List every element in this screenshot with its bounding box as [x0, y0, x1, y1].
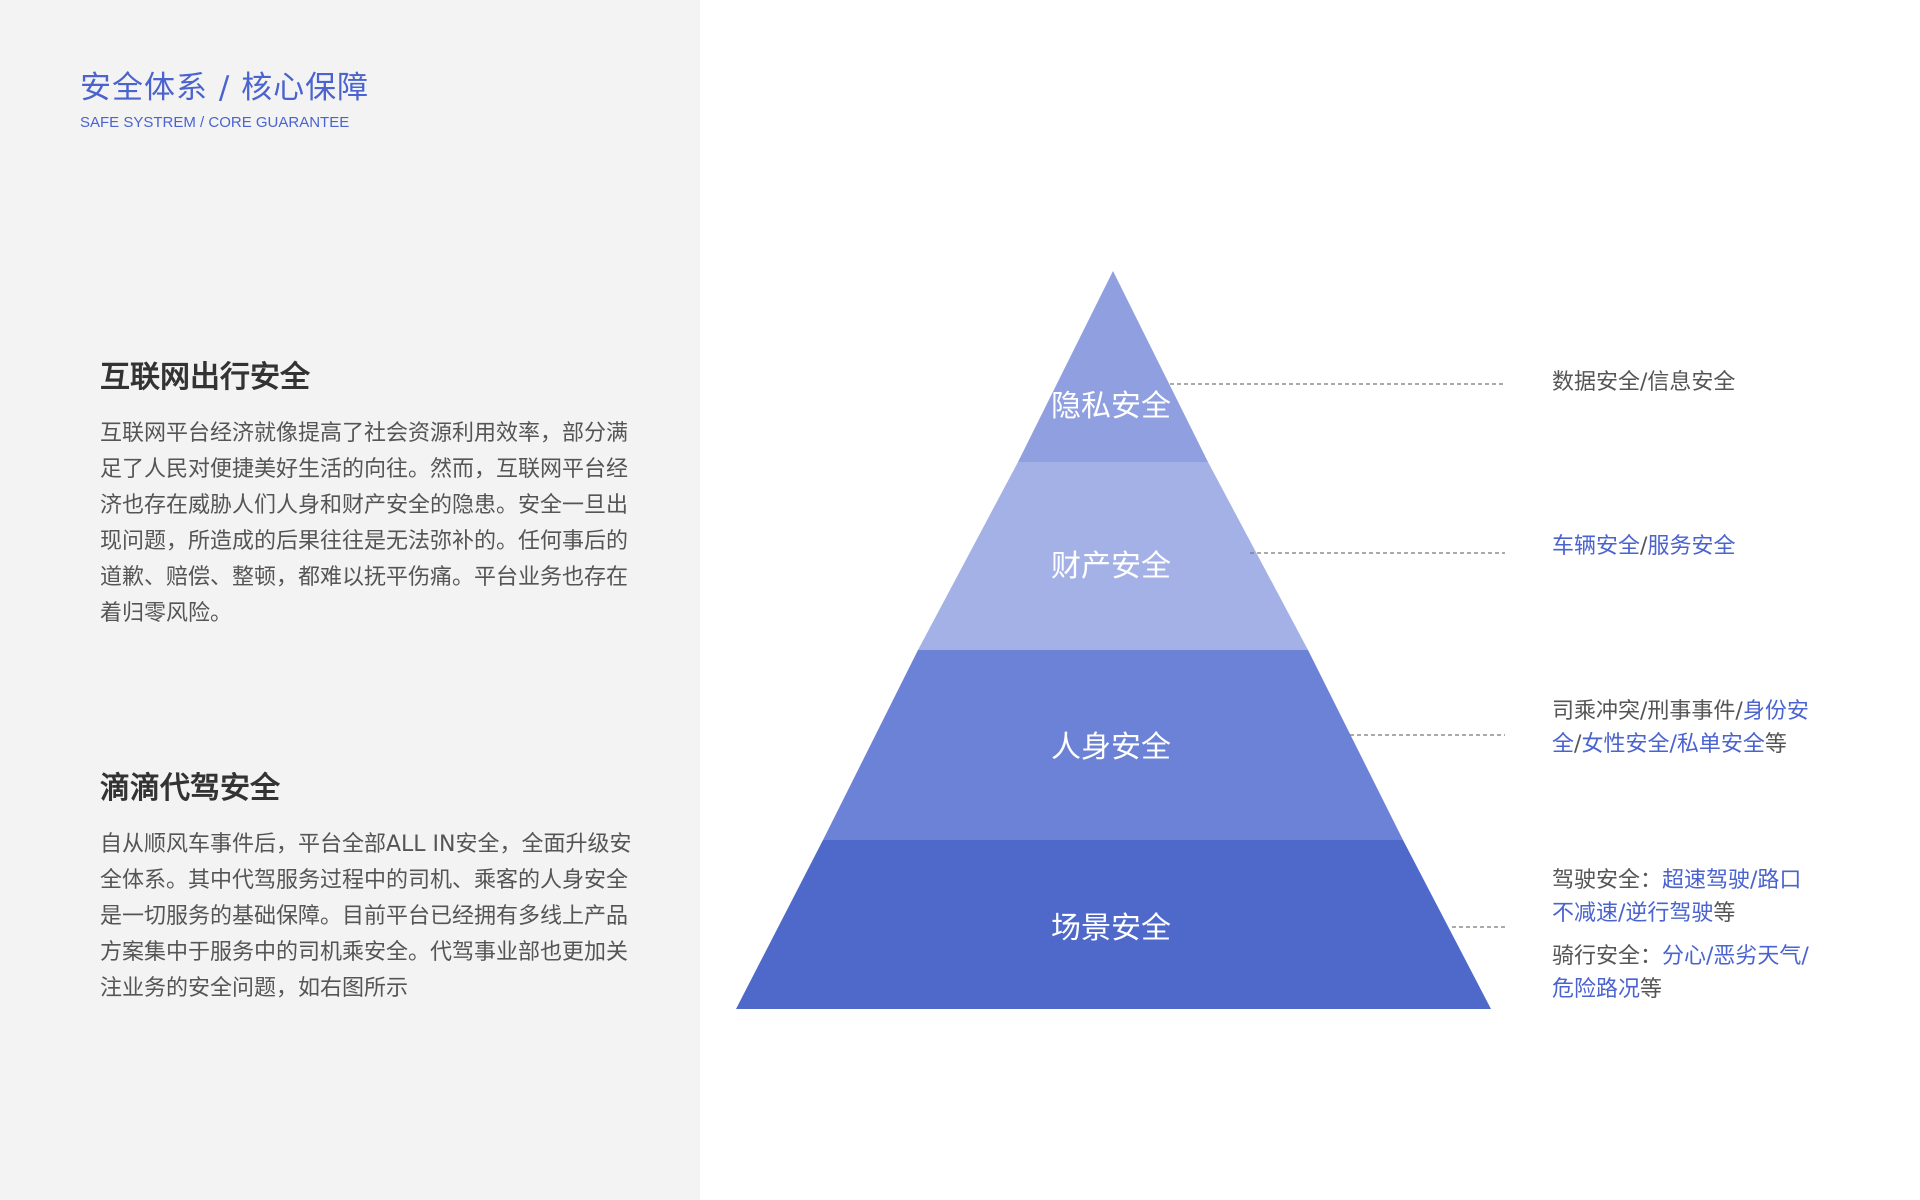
note-highlight: 危险路况	[1552, 977, 1641, 1002]
note-line: 不减速/逆行驾驶等	[1552, 897, 1862, 930]
note-property: 车辆安全/服务安全	[1552, 530, 1862, 563]
note-highlight: 分心/恶劣天气/	[1662, 944, 1809, 969]
note-separator: /	[1640, 534, 1648, 559]
note-highlight: 车辆安全	[1552, 534, 1641, 559]
left-panel: 安全体系 / 核心保障 SAFE SYSTREM / CORE GUARANTE…	[0, 0, 700, 1200]
note-scene-riding: 骑行安全：分心/恶劣天气/ 危险路况等	[1552, 940, 1862, 1006]
page-title: 安全体系 / 核心保障	[80, 70, 370, 106]
section-internet-travel-safety: 互联网出行安全 互联网平台经济就像提高了社会资源利用效率，部分满足了人民对便捷美…	[100, 352, 640, 632]
note-plain: 驾驶安全：	[1552, 868, 1663, 893]
pyramid-layer-property	[918, 462, 1308, 650]
note-highlight: 服务安全	[1647, 534, 1736, 559]
section-heading: 互联网出行安全	[100, 360, 310, 395]
pyramid-label-scene: 场景安全	[1051, 911, 1171, 946]
note-line: 司乘冲突/刑事事件/身份安	[1552, 695, 1862, 728]
note-highlight: 女性安全/私单安全	[1581, 732, 1765, 757]
note-line: 危险路况等	[1552, 973, 1862, 1006]
note-highlight: 全	[1552, 732, 1575, 757]
section-body: 互联网平台经济就像提高了社会资源利用效率，部分满足了人民对便捷美好生活的向往。然…	[100, 421, 629, 626]
note-plain: 骑行安全：	[1552, 944, 1663, 969]
note-line: 全/女性安全/私单安全等	[1552, 728, 1862, 761]
note-scene-driving: 驾驶安全：超速驾驶/路口 不减速/逆行驾驶等	[1552, 864, 1862, 930]
note-plain: 等	[1713, 901, 1736, 926]
note-plain: 司乘冲突/刑事事件/	[1552, 699, 1743, 724]
note-privacy: 数据安全/信息安全	[1552, 366, 1862, 399]
pyramid-label-personal: 人身安全	[1051, 730, 1171, 765]
page-subtitle: SAFE SYSTREM / CORE GUARANTEE	[80, 114, 350, 131]
note-line: 驾驶安全：超速驾驶/路口	[1552, 864, 1862, 897]
note-highlight: 超速驾驶/路口	[1662, 868, 1802, 893]
pyramid-layer-scene	[736, 840, 1491, 1009]
section-body: 自从顺风车事件后，平台全部ALL IN安全，全面升级安全体系。其中代驾服务过程中…	[100, 832, 632, 1001]
note-plain: 等	[1640, 977, 1663, 1002]
note-highlight: 身份安	[1742, 699, 1809, 724]
note-line: 车辆安全/服务安全	[1552, 530, 1862, 563]
note-highlight: 不减速/逆行驾驶	[1552, 901, 1714, 926]
pyramid-label-privacy: 隐私安全	[1051, 389, 1171, 424]
note-separator: /	[1574, 732, 1582, 757]
note-plain: 等	[1764, 732, 1787, 757]
pyramid-layer-personal	[823, 650, 1403, 840]
note-line: 骑行安全：分心/恶劣天气/	[1552, 940, 1862, 973]
pyramid-layer-privacy	[1018, 271, 1208, 462]
section-heading: 滴滴代驾安全	[100, 771, 280, 806]
note-personal: 司乘冲突/刑事事件/身份安 全/女性安全/私单安全等	[1552, 695, 1862, 761]
pyramid-label-property: 财产安全	[1051, 549, 1171, 584]
note-line: 数据安全/信息安全	[1552, 370, 1736, 395]
section-didi-driving-safety: 滴滴代驾安全 自从顺风车事件后，平台全部ALL IN安全，全面升级安全体系。其中…	[100, 763, 640, 1007]
